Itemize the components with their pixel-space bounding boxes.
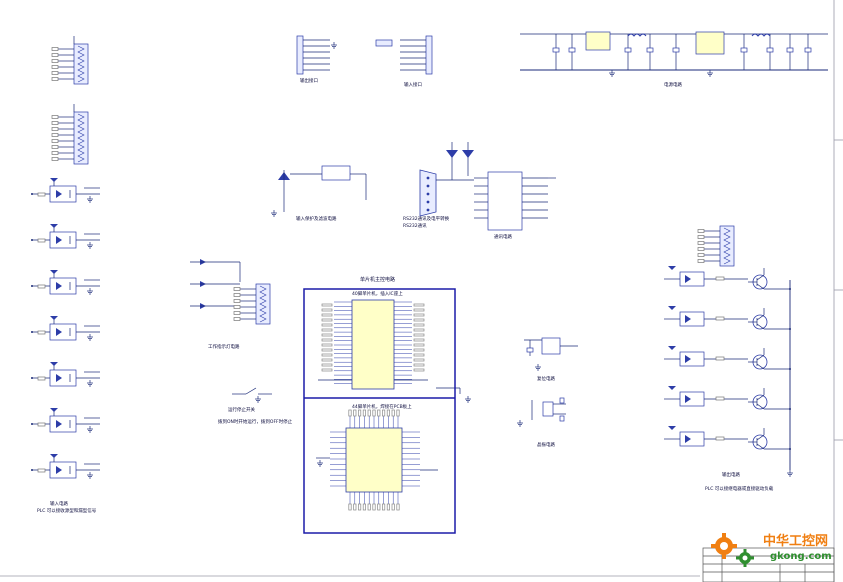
output-header bbox=[296, 35, 304, 75]
output-optocoupler bbox=[679, 431, 705, 447]
mcu-qfp-label: 44脚单片机，焊接在PCB板上 bbox=[352, 403, 412, 410]
power-regulator-2 bbox=[695, 31, 725, 55]
input-optocoupler bbox=[49, 231, 77, 249]
comm-circuit-label: 通讯电路 bbox=[494, 233, 512, 240]
output-note-label: PLC 可以接继电器或直接驱动负载 bbox=[705, 485, 774, 492]
mcu-dip-label: 40脚单片机，插入IC座上 bbox=[352, 290, 403, 297]
output-optocoupler bbox=[679, 271, 705, 287]
rs232-label: RS232通讯及电平转换 bbox=[403, 215, 450, 222]
mcu-qfp44 bbox=[345, 427, 403, 493]
output-circuit-label: 输出电路 bbox=[722, 471, 740, 478]
crystal-circuit-label: 晶振电路 bbox=[537, 441, 555, 448]
input-optocoupler bbox=[49, 461, 77, 479]
output-optocoupler bbox=[679, 391, 705, 407]
input-optocoupler bbox=[49, 185, 77, 203]
generated-circuits bbox=[31, 31, 828, 511]
output-header-label: 输出接口 bbox=[300, 77, 318, 84]
output-terminal-block bbox=[719, 225, 735, 267]
output-connector-2 bbox=[73, 111, 89, 165]
power-circuit-label: 电源电路 bbox=[664, 81, 682, 88]
reset-chip bbox=[541, 337, 561, 355]
mcu-dip40 bbox=[351, 299, 395, 390]
output-optocoupler bbox=[679, 311, 705, 327]
input-optocoupler bbox=[49, 369, 77, 387]
led-connector bbox=[255, 283, 271, 325]
crystal bbox=[542, 401, 554, 417]
reset-circuit-label: 复位电路 bbox=[537, 375, 555, 382]
mcu-title-label: 单片机主控电路 bbox=[360, 276, 395, 283]
input-circuit-label: 输入电路 bbox=[50, 500, 68, 507]
input-optocoupler bbox=[49, 277, 77, 295]
watermark: 中华工控网 gkong.com bbox=[711, 533, 832, 567]
input-protect-label: 输入保护及滤波电路 bbox=[296, 215, 337, 222]
mcu-frame bbox=[303, 288, 456, 534]
rs232-a-label: RS232通讯 bbox=[403, 222, 427, 229]
gear-icon bbox=[736, 549, 754, 567]
run-switch-label: 运行停止开关 bbox=[228, 406, 255, 413]
output-optocoupler bbox=[679, 351, 705, 367]
input-header-label: 输入接口 bbox=[404, 81, 422, 88]
gear-icon bbox=[711, 533, 737, 559]
max232-chip bbox=[487, 171, 523, 231]
run-note-label: 拨到ON时开始运行，拨到OFF时停止 bbox=[218, 418, 293, 425]
work-led-label: 工作指示灯电路 bbox=[208, 343, 240, 350]
output-connector-1 bbox=[73, 43, 89, 85]
power-regulator-1 bbox=[585, 31, 611, 51]
input-optocoupler bbox=[49, 323, 77, 341]
input-note-label: PLC 可以接收源型和漏型信号 bbox=[37, 507, 97, 514]
watermark-title: 中华工控网 bbox=[763, 533, 828, 549]
input-optocoupler bbox=[49, 415, 77, 433]
watermark-url: gkong.com bbox=[770, 551, 832, 562]
input-header bbox=[425, 35, 433, 75]
